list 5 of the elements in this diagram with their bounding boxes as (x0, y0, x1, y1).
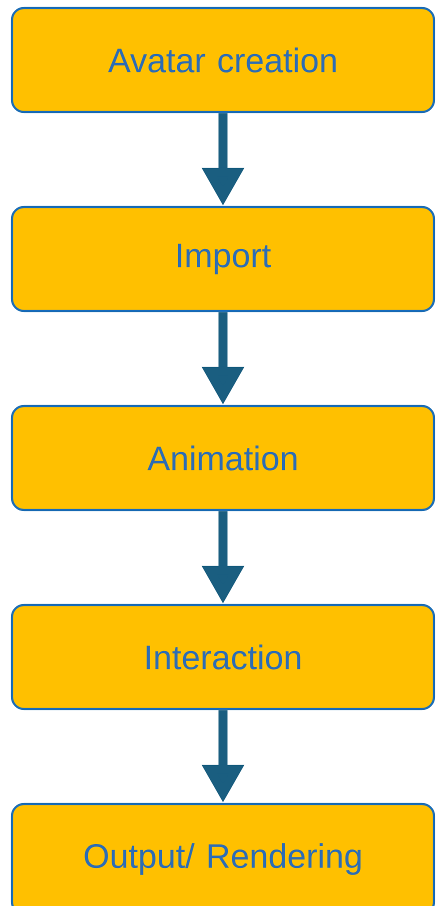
process-box: Avatar creation (10, 6, 436, 114)
process-box: Import (10, 206, 436, 312)
process-box: Interaction (10, 604, 436, 710)
process-box: Output/ Rendering (10, 802, 436, 906)
process-box: Animation (10, 404, 436, 512)
